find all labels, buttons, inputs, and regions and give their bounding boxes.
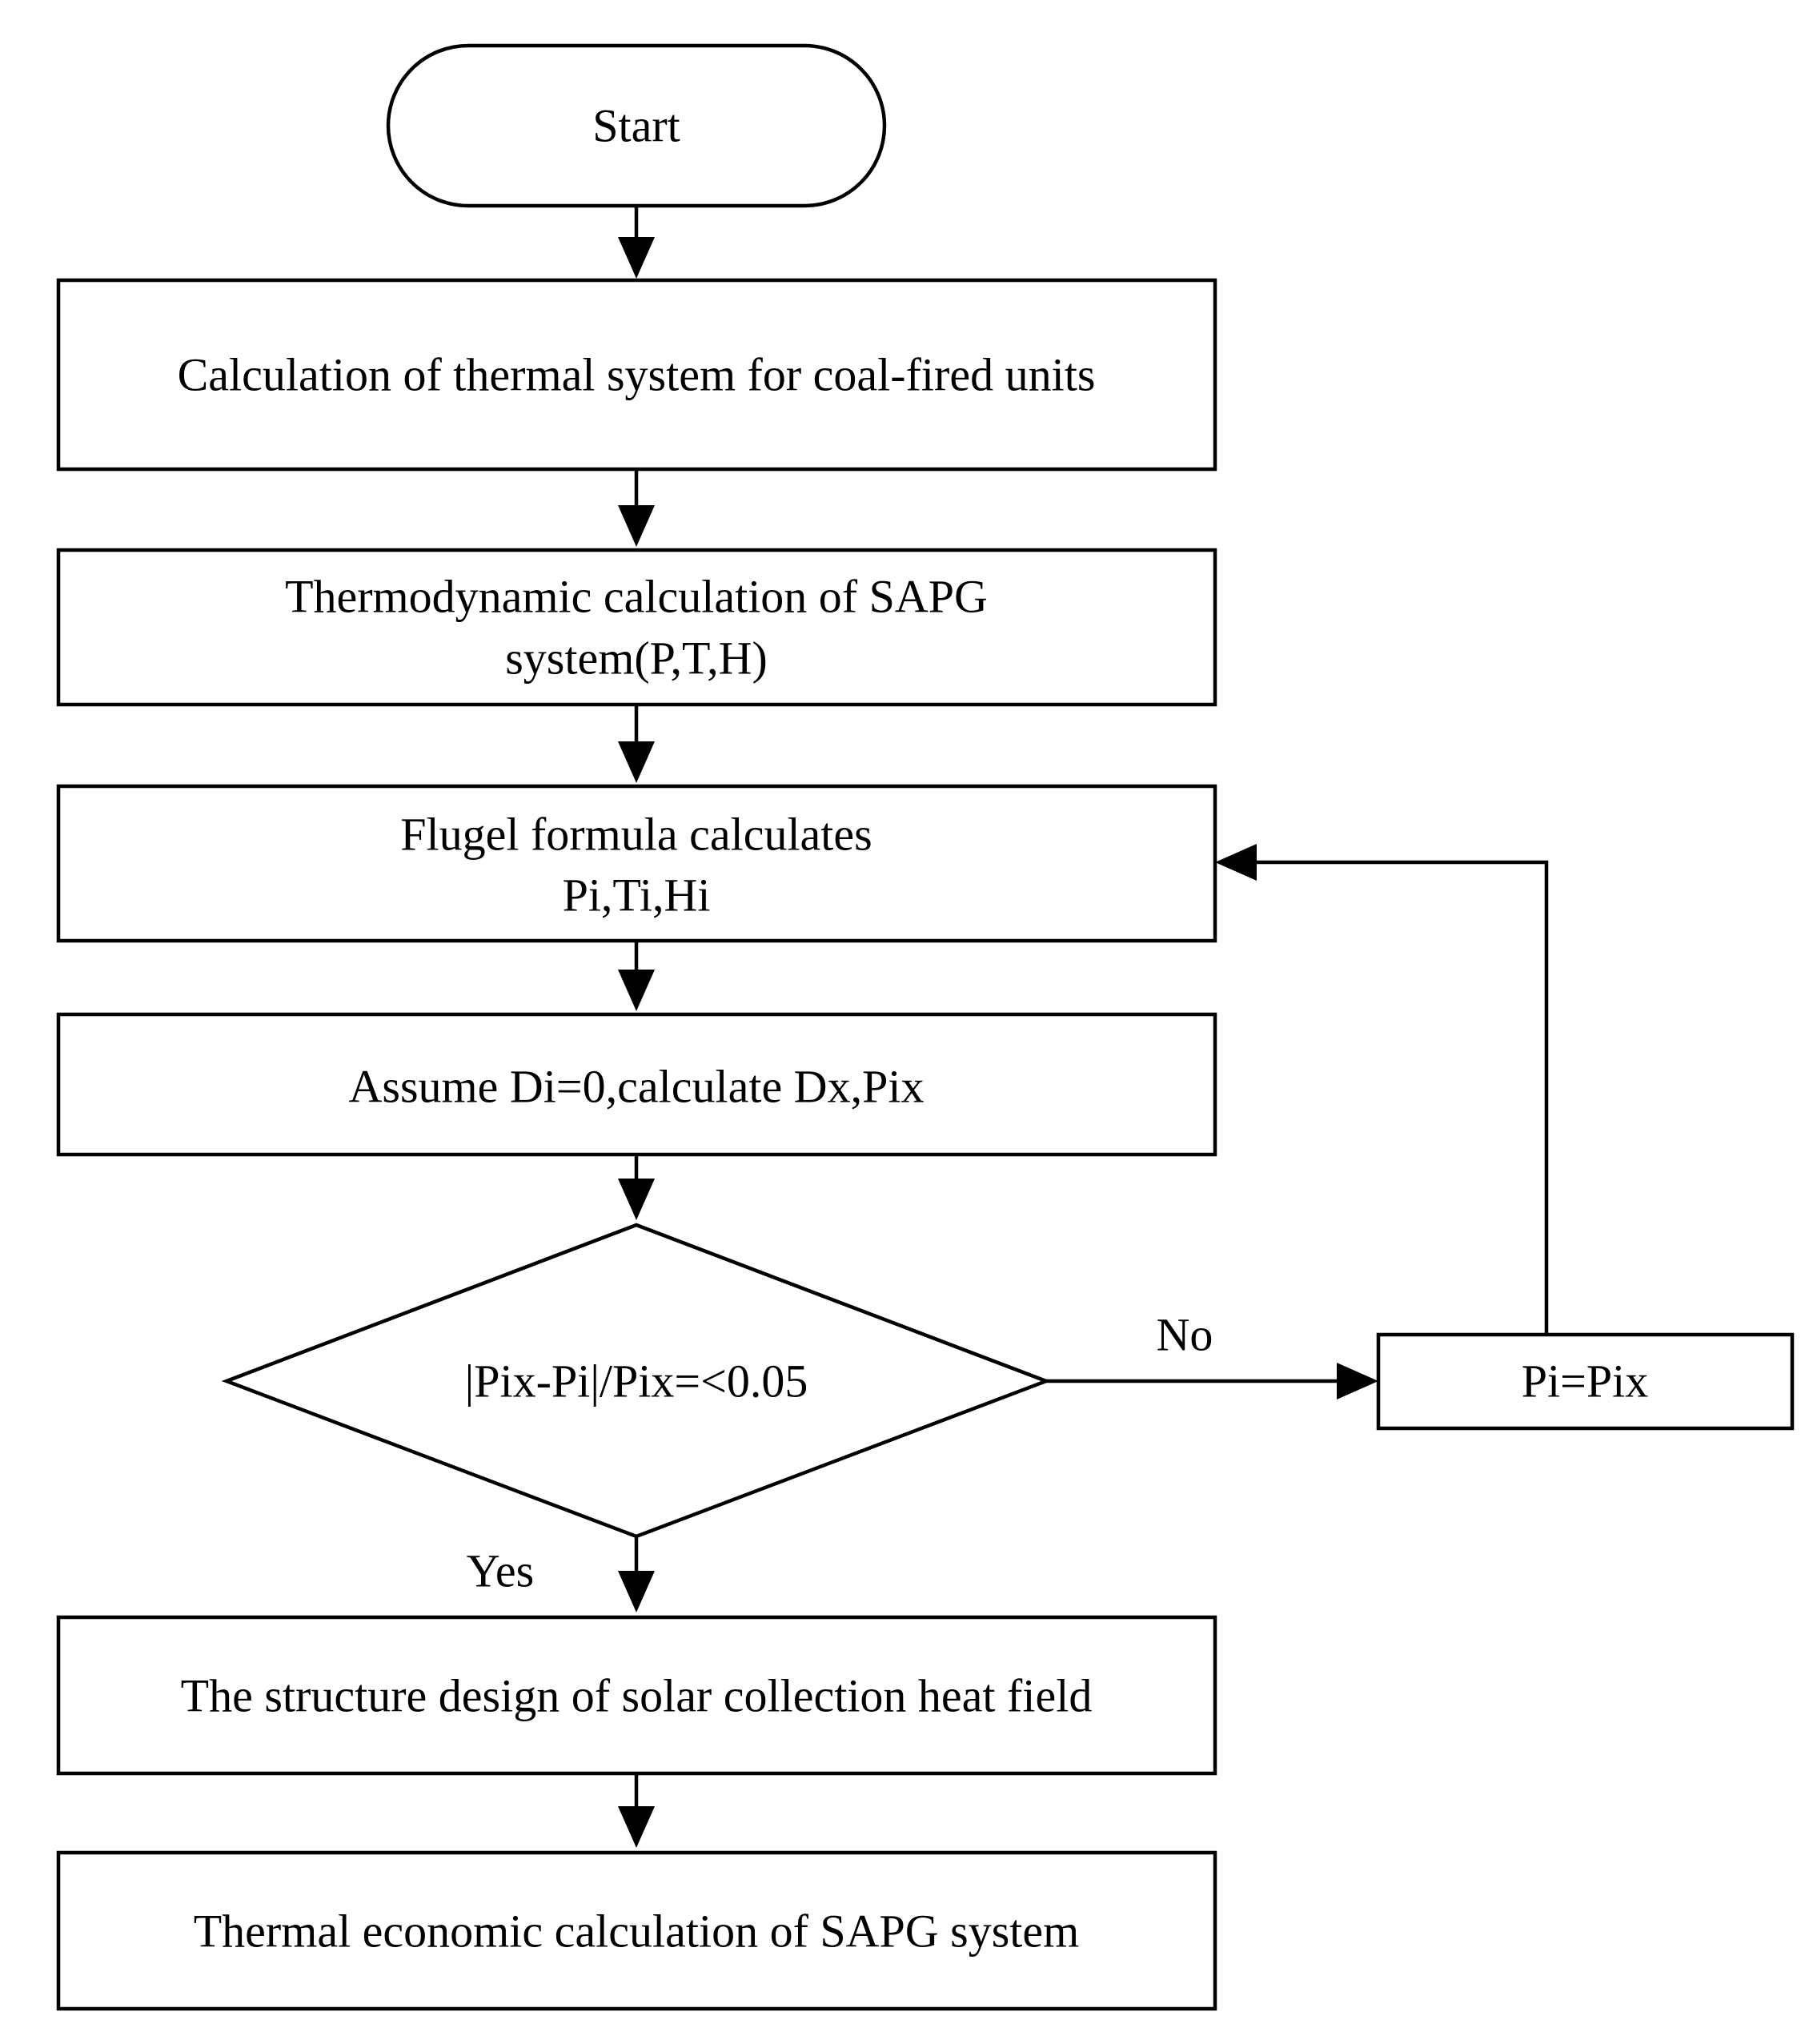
- process-assume-box: [56, 1012, 1217, 1157]
- process-sapg-thermo-line1: Thermodynamic calculation of SAPG: [285, 571, 988, 623]
- arrowhead-coal-to-sapg: [618, 505, 655, 547]
- decision-label: |Pix-Pi|/Pix=<0.05: [465, 1355, 808, 1408]
- process-update-label: Pi=Pix: [1522, 1355, 1648, 1408]
- process-coal-units-box: [56, 278, 1217, 472]
- decision-node: |Pix-Pi|/Pix=<0.05: [221, 1223, 1052, 1539]
- arrowhead-decision-no: [1337, 1363, 1378, 1399]
- process-sapg-thermo-line2: system(P,T,H): [505, 632, 768, 685]
- arrowhead-decision-yes: [618, 1571, 655, 1612]
- edge-label-yes: Yes: [467, 1545, 534, 1597]
- process-update: Pi=Pix: [1376, 1332, 1795, 1431]
- start-node: Start: [386, 43, 887, 208]
- process-economic-label: Thermal economic calculation of SAPG sys…: [194, 1905, 1080, 1958]
- arrow-feedback-loop: [1249, 860, 1549, 1335]
- process-structure-box: [56, 1615, 1217, 1776]
- arrowhead-flugel-to-assume: [618, 970, 655, 1011]
- process-sapg-thermo: Thermodynamic calculation of SAPG system…: [56, 548, 1217, 707]
- process-flugel-box: [56, 784, 1217, 943]
- process-assume: Assume Di=0,calculate Dx,Pix: [56, 1012, 1217, 1157]
- edge-label-no: No: [1157, 1309, 1213, 1361]
- process-flugel-line2: Pi,Ti,Hi: [563, 869, 711, 922]
- start-terminator: [386, 43, 887, 208]
- process-assume-label: Assume Di=0,calculate Dx,Pix: [349, 1061, 925, 1113]
- process-update-box: [1376, 1332, 1795, 1431]
- arrowhead-start-to-coal: [618, 237, 655, 279]
- process-coal-units-label: Calculation of thermal system for coal-f…: [178, 349, 1096, 401]
- process-coal-units: Calculation of thermal system for coal-f…: [56, 278, 1217, 472]
- process-structure-label: The structure design of solar collection…: [181, 1670, 1093, 1722]
- connectors: [618, 207, 1549, 1848]
- arrowhead-assume-to-decision: [618, 1179, 655, 1220]
- process-sapg-thermo-box: [56, 548, 1217, 707]
- start-label: Start: [592, 100, 680, 152]
- arrowhead-feedback-loop: [1215, 844, 1257, 881]
- arrowhead-structure-to-economic: [618, 1806, 655, 1848]
- process-flugel: Flugel formula calculates Pi,Ti,Hi: [56, 784, 1217, 943]
- decision-diamond: [221, 1223, 1052, 1539]
- arrowhead-sapg-to-flugel: [618, 741, 655, 783]
- process-structure: The structure design of solar collection…: [56, 1615, 1217, 1776]
- process-flugel-line1: Flugel formula calculates: [400, 809, 872, 861]
- process-economic: Thermal economic calculation of SAPG sys…: [56, 1850, 1217, 2011]
- process-economic-box: [56, 1850, 1217, 2011]
